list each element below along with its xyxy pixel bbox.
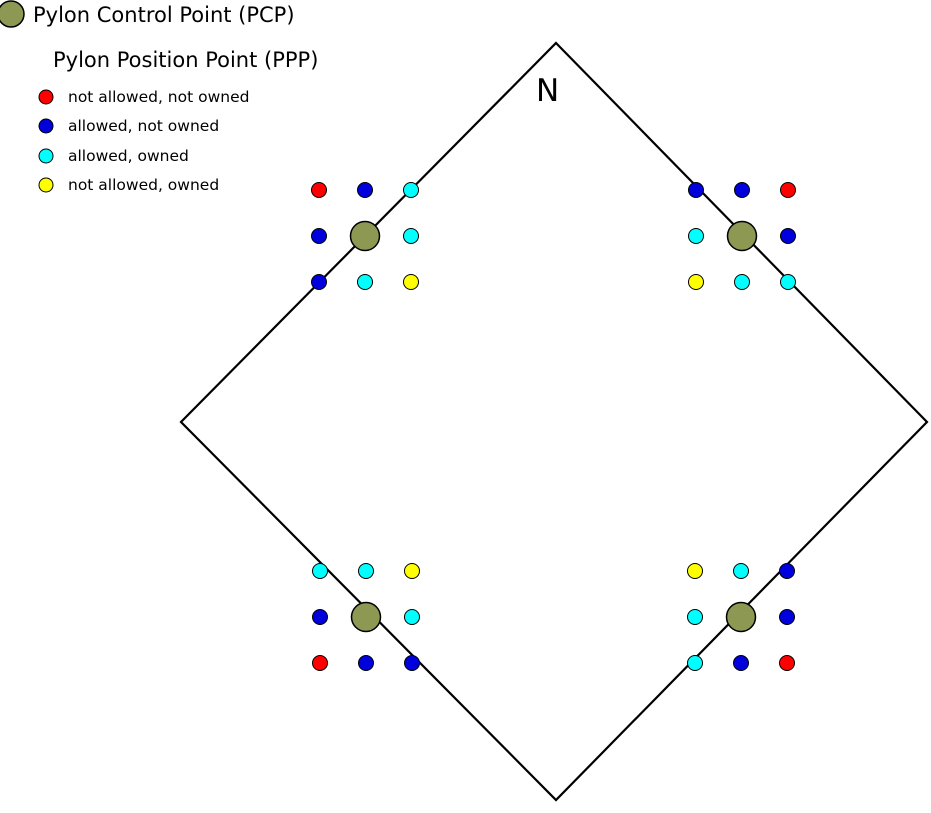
- legend-swatch-yellow: [38, 177, 54, 193]
- ppp-dot-cyan: [688, 228, 704, 244]
- ppp-dot-blue: [780, 228, 796, 244]
- ppp-dot-cyan: [734, 274, 750, 290]
- pcp-circle-bottom-right: [725, 601, 757, 633]
- ppp-dot-blue: [311, 274, 327, 290]
- ppp-dot-cyan: [358, 563, 374, 579]
- ppp-dot-cyan: [403, 182, 419, 198]
- pcp-legend-swatch: [0, 0, 25, 28]
- ppp-dot-yellow: [687, 563, 703, 579]
- legend-label-yellow: not allowed, owned: [68, 176, 219, 194]
- pylon-groups: [311, 182, 796, 671]
- ppp-dot-blue: [688, 182, 704, 198]
- ppp-dot-blue: [733, 655, 749, 671]
- ppp-dot-cyan: [780, 274, 796, 290]
- ppp-dot-cyan: [687, 655, 703, 671]
- pcp-legend-label: Pylon Control Point (PCP): [33, 3, 295, 27]
- ppp-dot-blue: [404, 655, 420, 671]
- ppp-dot-cyan: [687, 609, 703, 625]
- ppp-dot-yellow: [688, 274, 704, 290]
- legend: Pylon Control Point (PCP) Pylon Position…: [0, 0, 318, 194]
- ppp-dot-red: [779, 655, 795, 671]
- ppp-dot-blue: [312, 609, 328, 625]
- ppp-dot-red: [312, 655, 328, 671]
- ppp-dot-cyan: [403, 228, 419, 244]
- ppp-dot-red: [780, 182, 796, 198]
- ppp-dot-blue: [734, 182, 750, 198]
- ppp-dot-blue: [357, 182, 373, 198]
- legend-swatch-red: [38, 89, 54, 105]
- area-boundary-diamond: [179, 41, 929, 802]
- pcp-circle-bottom-left: [350, 601, 382, 633]
- pcp-circle-top-right: [726, 220, 758, 252]
- pcp-circle-top-left: [349, 220, 381, 252]
- ppp-dot-cyan: [733, 563, 749, 579]
- ppp-dot-cyan: [404, 609, 420, 625]
- ppp-dot-blue: [779, 563, 795, 579]
- ppp-dot-blue: [311, 228, 327, 244]
- legend-label-blue: allowed, not owned: [68, 117, 219, 135]
- ppp-dot-cyan: [312, 563, 328, 579]
- ppp-legend-title: Pylon Position Point (PPP): [53, 48, 318, 72]
- ppp-dot-red: [311, 182, 327, 198]
- legend-swatch-blue: [38, 118, 54, 134]
- north-indicator: N: [536, 73, 559, 109]
- ppp-dot-cyan: [357, 274, 373, 290]
- legend-label-cyan: allowed, owned: [68, 147, 189, 165]
- ppp-dot-blue: [358, 655, 374, 671]
- ppp-dot-yellow: [404, 563, 420, 579]
- ppp-dot-blue: [779, 609, 795, 625]
- legend-swatch-cyan: [38, 148, 54, 164]
- legend-label-red: not allowed, not owned: [68, 88, 249, 106]
- ppp-dot-yellow: [403, 274, 419, 290]
